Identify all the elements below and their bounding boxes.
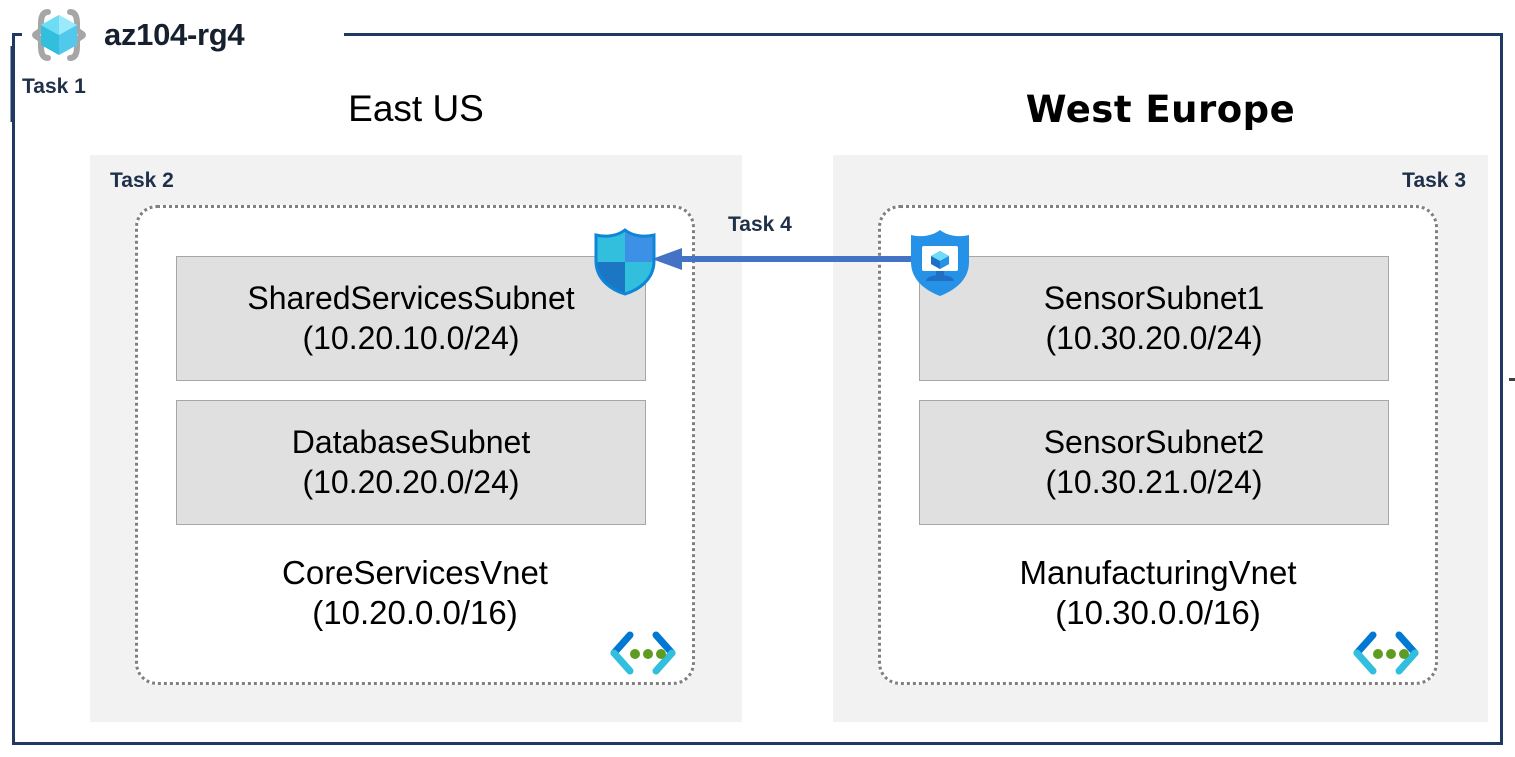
task-label-2: Task 2 xyxy=(110,169,174,192)
subnet-name: SharedServicesSubnet xyxy=(247,280,575,317)
vnet-name: CoreServicesVnet xyxy=(282,554,548,591)
subnet-name: SensorSubnet1 xyxy=(1043,280,1265,317)
resource-group-header: az104-rg4 xyxy=(22,6,245,64)
vnet-core-services: SharedServicesSubnet (10.20.10.0/24) Dat… xyxy=(135,205,695,685)
vnet-peering-arrow xyxy=(650,243,928,275)
task-label-4: Task 4 xyxy=(728,213,792,236)
virtual-network-icon xyxy=(608,630,678,676)
region-title-east-us: East US xyxy=(348,88,484,129)
resource-group-name: az104-rg4 xyxy=(104,17,245,52)
region-panel-east-us: Task 2 SharedServicesSubnet (10.20.10.0/… xyxy=(90,155,742,722)
vnet-label-core-services: CoreServicesVnet (10.20.0.0/16) xyxy=(138,553,692,634)
subnet-shared-services: SharedServicesSubnet (10.20.10.0/24) xyxy=(176,256,646,381)
vnet-cidr: (10.30.0.0/16) xyxy=(1055,594,1261,632)
subnet-cidr: (10.20.20.0/24) xyxy=(302,463,520,500)
subnet-cidr: (10.30.21.0/24) xyxy=(1045,463,1263,500)
subnet-cidr: (10.30.20.0/24) xyxy=(1045,319,1263,356)
resource-group-cube-icon xyxy=(22,6,96,64)
region-title-west-europe: West Europe xyxy=(1025,88,1296,131)
resource-group-frame xyxy=(12,33,1503,745)
bastion-shield-icon xyxy=(907,228,973,298)
vnet-cidr: (10.20.0.0/16) xyxy=(312,594,518,632)
subnet-cidr: (10.20.10.0/24) xyxy=(302,319,520,356)
firewall-shield-icon xyxy=(592,228,658,296)
region-panel-west-europe: Task 3 SensorSubnet1 (10.30.20.0/24) Sen… xyxy=(833,155,1488,722)
subnet-sensor-2: SensorSubnet2 (10.30.21.0/24) xyxy=(919,400,1389,525)
task-label-1: Task 1 xyxy=(22,75,86,98)
subnet-sensor-1: SensorSubnet1 (10.30.20.0/24) xyxy=(919,256,1389,381)
vnet-label-manufacturing: ManufacturingVnet (10.30.0.0/16) xyxy=(881,553,1435,634)
subnet-database: DatabaseSubnet (10.20.20.0/24) xyxy=(176,400,646,525)
subnet-name: DatabaseSubnet xyxy=(291,424,531,461)
vnet-manufacturing: SensorSubnet1 (10.30.20.0/24) SensorSubn… xyxy=(878,205,1438,685)
task-label-3: Task 3 xyxy=(1402,169,1466,192)
vnet-name: ManufacturingVnet xyxy=(1019,554,1297,591)
subnet-name: SensorSubnet2 xyxy=(1043,424,1265,461)
edge-tick-mark xyxy=(1509,378,1515,381)
virtual-network-icon xyxy=(1351,630,1421,676)
